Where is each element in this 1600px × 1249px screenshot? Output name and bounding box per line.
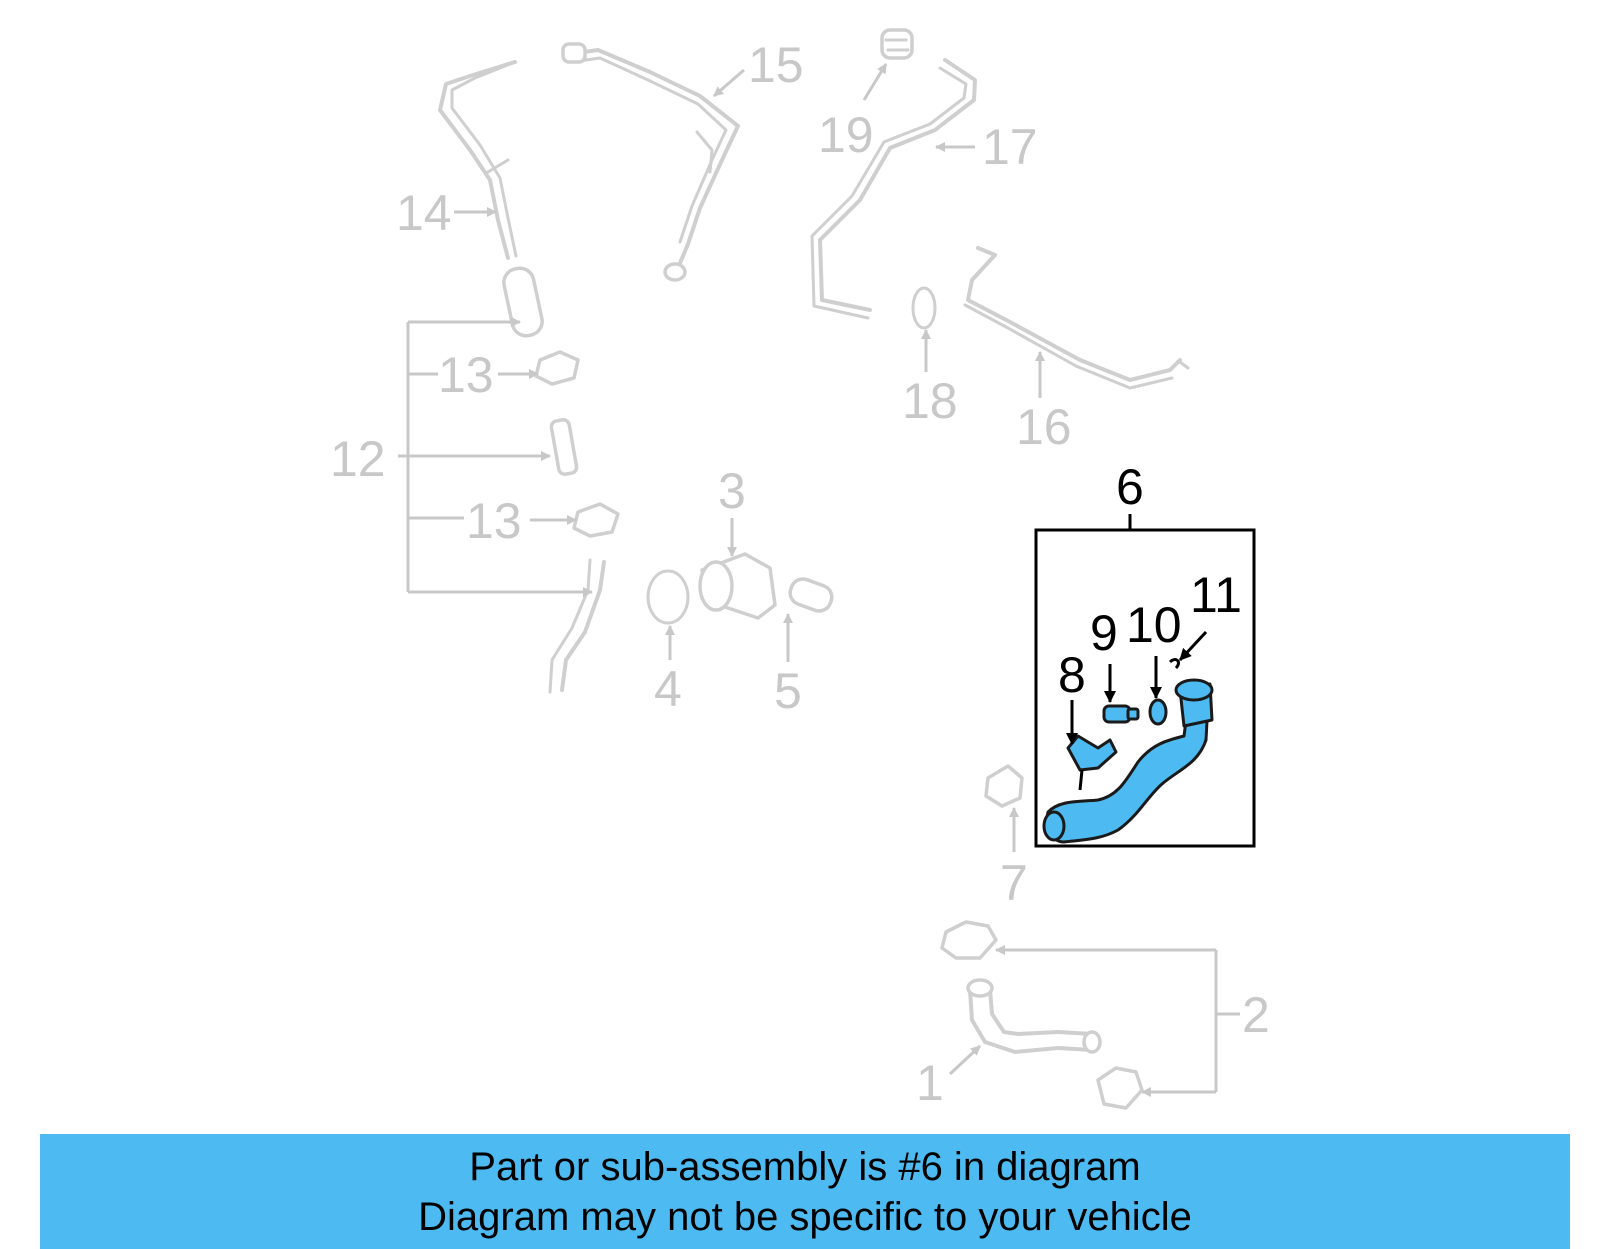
part-11-clip — [1168, 658, 1180, 670]
callout-10: 10 — [1126, 597, 1182, 653]
callout-9: 9 — [1090, 605, 1118, 661]
part-19-clamp — [880, 28, 914, 60]
callout-7: 7 — [1000, 855, 1028, 911]
callout-8: 8 — [1058, 647, 1086, 703]
part-6-frame — [1034, 528, 1256, 848]
part-2-clamp-lower — [1096, 1066, 1144, 1110]
info-banner: Part or sub-assembly is #6 in diagram Di… — [40, 1134, 1570, 1249]
callout-5: 5 — [774, 663, 802, 719]
part-16-pipe — [963, 246, 1190, 390]
part-15-pipe — [561, 42, 740, 282]
callout-1: 1 — [916, 1055, 944, 1111]
callout-11: 11 — [1190, 567, 1242, 623]
callout-4: 4 — [654, 661, 682, 717]
part-4-o-ring — [646, 569, 690, 625]
part-13-clamp-upper — [534, 350, 580, 386]
part-5-tube — [788, 577, 834, 613]
banner-line-2: Diagram may not be specific to your vehi… — [418, 1195, 1192, 1239]
callout-3: 3 — [718, 463, 746, 519]
part-8-bracket — [1066, 734, 1118, 791]
callout-12: 12 — [330, 431, 386, 487]
callout-13-lower: 13 — [466, 493, 522, 549]
part-2-clamp-upper — [940, 920, 998, 960]
leader-lines — [398, 63, 1240, 1097]
callout-16: 16 — [1016, 399, 1072, 455]
part-6-hose — [1045, 700, 1210, 844]
part-7-clamp — [984, 764, 1024, 808]
part-6-subassembly: 6 8 9 10 11 — [1034, 459, 1256, 848]
part-13-clamp-lower — [572, 502, 620, 538]
part-18-o-ring — [911, 286, 937, 330]
callout-15: 15 — [748, 37, 804, 93]
callout-13-upper: 13 — [438, 347, 494, 403]
part-9-sensor — [1102, 704, 1140, 724]
callout-6: 6 — [1116, 459, 1144, 515]
part-17-pipe — [810, 58, 977, 320]
callout-19: 19 — [818, 107, 874, 163]
part-1-hose — [966, 978, 1102, 1054]
callout-14: 14 — [396, 185, 452, 241]
callout-18: 18 — [902, 373, 958, 429]
part-10-o-ring — [1148, 698, 1168, 726]
callout-17: 17 — [982, 119, 1038, 175]
callout-2: 2 — [1242, 987, 1270, 1043]
part-3-housing — [698, 552, 777, 620]
banner-line-1: Part or sub-assembly is #6 in diagram — [469, 1145, 1141, 1189]
part-12-assembly — [502, 266, 606, 694]
